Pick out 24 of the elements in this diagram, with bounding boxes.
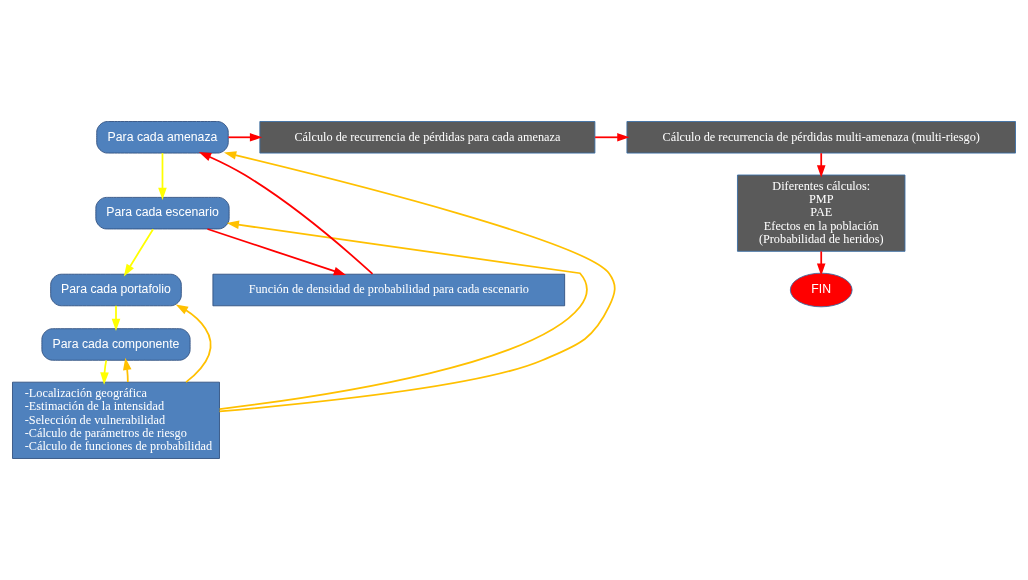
node-box: Diferentes cálculos: PMP PAE Efectos en la población (Probabilidad de heridos)	[737, 174, 906, 252]
node-box: Para cada amenaza	[96, 121, 229, 154]
node-box: Para cada escenario	[95, 196, 230, 230]
arrow	[218, 151, 616, 413]
arrow	[175, 304, 212, 384]
arrow	[816, 250, 826, 276]
arrow	[816, 152, 826, 178]
arrow	[206, 228, 346, 276]
arrow	[158, 152, 167, 200]
arrow	[227, 133, 263, 142]
node-box: Para cada portafolio	[50, 273, 182, 307]
node-box: -Localización geográfica -Estimación de la intensidad -Selección de vulnerabilidad -Cálculo de parámetros de riesgo -Cálculo de funciones de probabilidad	[12, 381, 220, 459]
node-box: Para cada componente	[41, 328, 191, 361]
node-box: Cálculo de recurrencia de pérdidas multi-amenaza (multi-riesgo)	[626, 121, 1016, 154]
node-ellipse: FIN	[789, 272, 853, 308]
arrow	[111, 304, 121, 332]
arrow	[123, 357, 132, 383]
arrow	[218, 220, 588, 410]
node-box: Función de densidad de probabilidad para cada escenario	[212, 273, 566, 307]
arrow	[198, 152, 374, 275]
arrow	[100, 359, 109, 385]
node-box: Cálculo de recurrencia de pérdidas para cada amenaza	[259, 121, 596, 154]
arrow	[594, 133, 630, 142]
arrow	[123, 228, 154, 277]
